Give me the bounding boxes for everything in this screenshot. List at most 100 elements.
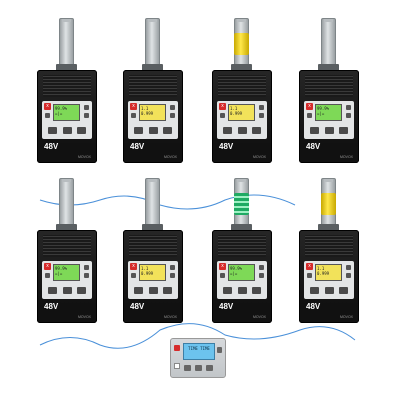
beacon-collar (231, 224, 252, 231)
key-2[interactable] (148, 287, 158, 294)
stop-button[interactable]: x (130, 263, 137, 270)
signal-beacon (234, 18, 249, 66)
down-key[interactable] (84, 273, 89, 278)
lcd-display: 1.1 0.999 (139, 264, 166, 281)
up-key[interactable] (346, 265, 351, 270)
left-key[interactable] (307, 273, 312, 278)
stop-button[interactable]: x (44, 263, 51, 270)
key-2[interactable] (237, 287, 247, 294)
key-3[interactable] (252, 287, 261, 294)
key-1[interactable] (134, 127, 143, 134)
stop-button[interactable]: x (130, 103, 137, 110)
stop-button[interactable]: x (219, 103, 226, 110)
left-key[interactable] (45, 113, 50, 118)
key-3[interactable] (252, 127, 261, 134)
lcd-line-2: =|= (55, 271, 63, 276)
control-panel: x 1.1 0.999 (128, 101, 178, 139)
left-key[interactable] (307, 113, 312, 118)
down-key[interactable] (170, 273, 175, 278)
vent-grille (305, 75, 353, 97)
down-key[interactable] (170, 113, 175, 118)
stop-button[interactable]: x (306, 263, 313, 270)
charger-unit-3[interactable]: x 1.1 0.999 48V MOVOX (212, 18, 272, 163)
key-3[interactable] (77, 127, 86, 134)
up-key[interactable] (170, 265, 175, 270)
controller-key-3[interactable] (206, 365, 213, 371)
key-1[interactable] (310, 127, 319, 134)
left-key[interactable] (45, 273, 50, 278)
key-1[interactable] (48, 287, 57, 294)
key-3[interactable] (339, 287, 348, 294)
lcd-line-2: =|= (230, 271, 238, 276)
left-key[interactable] (131, 113, 136, 118)
lcd-line-2: 0.999 (317, 271, 330, 276)
key-3[interactable] (163, 127, 172, 134)
down-key[interactable] (259, 273, 264, 278)
charger-body: x 99.9% =|= 48V MOVOX (37, 230, 97, 323)
key-2[interactable] (62, 287, 72, 294)
brand-label: MOVOX (77, 315, 91, 319)
key-1[interactable] (134, 287, 143, 294)
down-key[interactable] (346, 113, 351, 118)
controller-stop-button[interactable] (174, 345, 180, 351)
key-2[interactable] (324, 127, 334, 134)
lcd-display: 1.1 0.999 (228, 104, 255, 121)
key-3[interactable] (163, 287, 172, 294)
key-1[interactable] (223, 287, 232, 294)
key-2[interactable] (148, 127, 158, 134)
key-1[interactable] (48, 127, 57, 134)
voltage-label: 48V (130, 302, 145, 311)
charger-unit-5[interactable]: x 99.9% =|= 48V MOVOX (37, 178, 97, 323)
bottom-keys (134, 127, 172, 136)
beacon-collar (142, 224, 163, 231)
lcd-line-1: 99.9% (230, 266, 243, 271)
charger-unit-2[interactable]: x 1.1 0.999 48V MOVOX (123, 18, 183, 163)
controller-white-button[interactable] (174, 363, 180, 369)
up-key[interactable] (84, 105, 89, 110)
charger-unit-4[interactable]: x 99.9% =|= 48V MOVOX (299, 18, 359, 163)
master-controller[interactable]: TIME TIME (170, 338, 226, 378)
charger-unit-6[interactable]: x 1.1 0.999 48V MOVOX (123, 178, 183, 323)
key-1[interactable] (223, 127, 232, 134)
down-key[interactable] (84, 113, 89, 118)
charger-unit-7[interactable]: x 99.9% =|= 48V MOVOX (212, 178, 272, 323)
voltage-label: 48V (306, 302, 321, 311)
key-1[interactable] (310, 287, 319, 294)
key-2[interactable] (62, 127, 72, 134)
down-key[interactable] (346, 273, 351, 278)
vent-grille (218, 75, 266, 97)
key-3[interactable] (339, 127, 348, 134)
up-key[interactable] (259, 105, 264, 110)
key-3[interactable] (77, 287, 86, 294)
brand-label: MOVOX (77, 155, 91, 159)
charger-body: x 1.1 0.999 48V MOVOX (123, 230, 183, 323)
lcd-display: 1.1 0.999 (315, 264, 342, 281)
bottom-keys (310, 287, 348, 296)
controller-key-2[interactable] (195, 365, 202, 371)
left-key[interactable] (220, 273, 225, 278)
charger-unit-1[interactable]: x 99.9% =|= 48V MOVOX (37, 18, 97, 163)
up-key[interactable] (170, 105, 175, 110)
up-key[interactable] (84, 265, 89, 270)
lcd-display: 99.9% =|= (228, 264, 255, 281)
controller-key-1[interactable] (184, 365, 191, 371)
left-key[interactable] (131, 273, 136, 278)
charger-unit-8[interactable]: x 1.1 0.999 48V MOVOX (299, 178, 359, 323)
vent-grille (129, 235, 177, 257)
brand-label: MOVOX (163, 155, 177, 159)
lcd-line-2: 0.999 (141, 271, 154, 276)
lcd-line-1: 99.9% (55, 266, 68, 271)
up-key[interactable] (259, 265, 264, 270)
stop-button[interactable]: x (306, 103, 313, 110)
stop-button[interactable]: x (44, 103, 51, 110)
left-key[interactable] (220, 113, 225, 118)
up-key[interactable] (346, 105, 351, 110)
controller-side-key[interactable] (217, 347, 222, 353)
vent-grille (218, 235, 266, 257)
key-2[interactable] (324, 287, 334, 294)
stop-button[interactable]: x (219, 263, 226, 270)
brand-label: MOVOX (163, 315, 177, 319)
down-key[interactable] (259, 113, 264, 118)
key-2[interactable] (237, 127, 247, 134)
